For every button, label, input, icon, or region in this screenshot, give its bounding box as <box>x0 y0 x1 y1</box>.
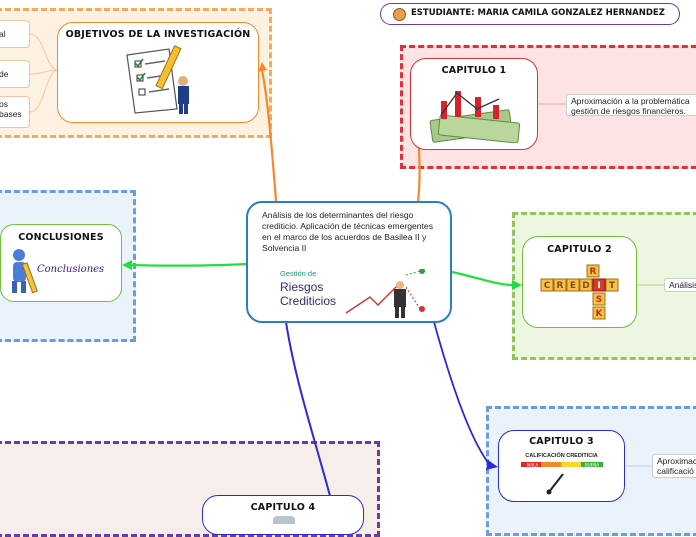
capitulo1-desc[interactable]: Aproximación a la problemática gestión d… <box>566 94 696 116</box>
capitulo2-desc[interactable]: Análisis <box>664 278 696 292</box>
objetivos-node[interactable]: OBJETIVOS DE LA INVESTIGACIÓN <box>57 22 259 123</box>
svg-text:D: D <box>582 281 589 291</box>
objetivos-leaf-3[interactable]: os bases <box>0 96 30 128</box>
capitulo4-node[interactable]: CAPITULO 4 <box>202 495 364 535</box>
svg-text:K: K <box>596 309 604 319</box>
capitulo3-node[interactable]: CAPITULO 3 CALIFICACIÓN CREDITICIA MALA … <box>498 430 625 502</box>
central-node[interactable]: Análisis de los determinantes del riesgo… <box>246 201 452 323</box>
growth-arrow-icon <box>345 269 425 318</box>
svg-text:E: E <box>570 281 576 291</box>
credit-risk-tiles-icon: R C R E D I T S K <box>540 264 619 320</box>
gauge-title: CALIFICACIÓN CREDITICIA <box>525 453 598 459</box>
credit-rating-gauge-icon: MALA BUENA <box>521 462 603 495</box>
person-pencil-icon <box>12 249 38 294</box>
capitulo2-title: CAPITULO 2 <box>547 244 612 255</box>
central-title: Análisis de los determinantes del riesgo… <box>262 210 434 253</box>
capitulo1-node[interactable]: CAPITULO 1 <box>410 58 538 150</box>
svg-text:BUENA: BUENA <box>585 462 599 467</box>
conclusiones-caption: Conclusiones <box>37 264 105 275</box>
capitulo3-desc[interactable]: Aproximac calificació <box>652 454 696 478</box>
capitulo2-node[interactable]: CAPITULO 2 R C R E D I T S K <box>522 236 637 328</box>
objetivos-leaf-2[interactable]: de <box>0 60 30 88</box>
capitulo4-title: CAPITULO 4 <box>250 502 316 513</box>
connector-lines <box>29 33 664 497</box>
svg-text:R: R <box>557 281 564 291</box>
svg-text:T: T <box>609 281 616 291</box>
svg-text:I: I <box>597 281 600 291</box>
objetivos-leaf-1[interactable]: al <box>0 20 30 48</box>
student-avatar-icon <box>393 8 406 21</box>
capitulo4-image-icon <box>273 516 295 524</box>
svg-text:MALA: MALA <box>527 462 539 467</box>
student-label: ESTUDIANTE: MARIA CAMILA GONZALEZ HERNAN… <box>380 3 680 25</box>
svg-text:S: S <box>596 295 602 305</box>
svg-text:C: C <box>544 281 551 291</box>
capitulo3-title: CAPITULO 3 <box>529 436 594 447</box>
conclusiones-node[interactable]: CONCLUSIONES Conclusiones <box>0 224 122 302</box>
checklist-person-icon <box>126 45 189 114</box>
risk-logo: Gestión de Riesgos Crediticios <box>280 269 440 321</box>
objetivos-title: OBJETIVOS DE LA INVESTIGACIÓN <box>65 29 251 40</box>
conclusiones-title: CONCLUSIONES <box>18 232 104 243</box>
money-chart-icon <box>429 91 521 143</box>
capitulo1-title: CAPITULO 1 <box>441 65 507 76</box>
svg-text:R: R <box>590 267 597 277</box>
